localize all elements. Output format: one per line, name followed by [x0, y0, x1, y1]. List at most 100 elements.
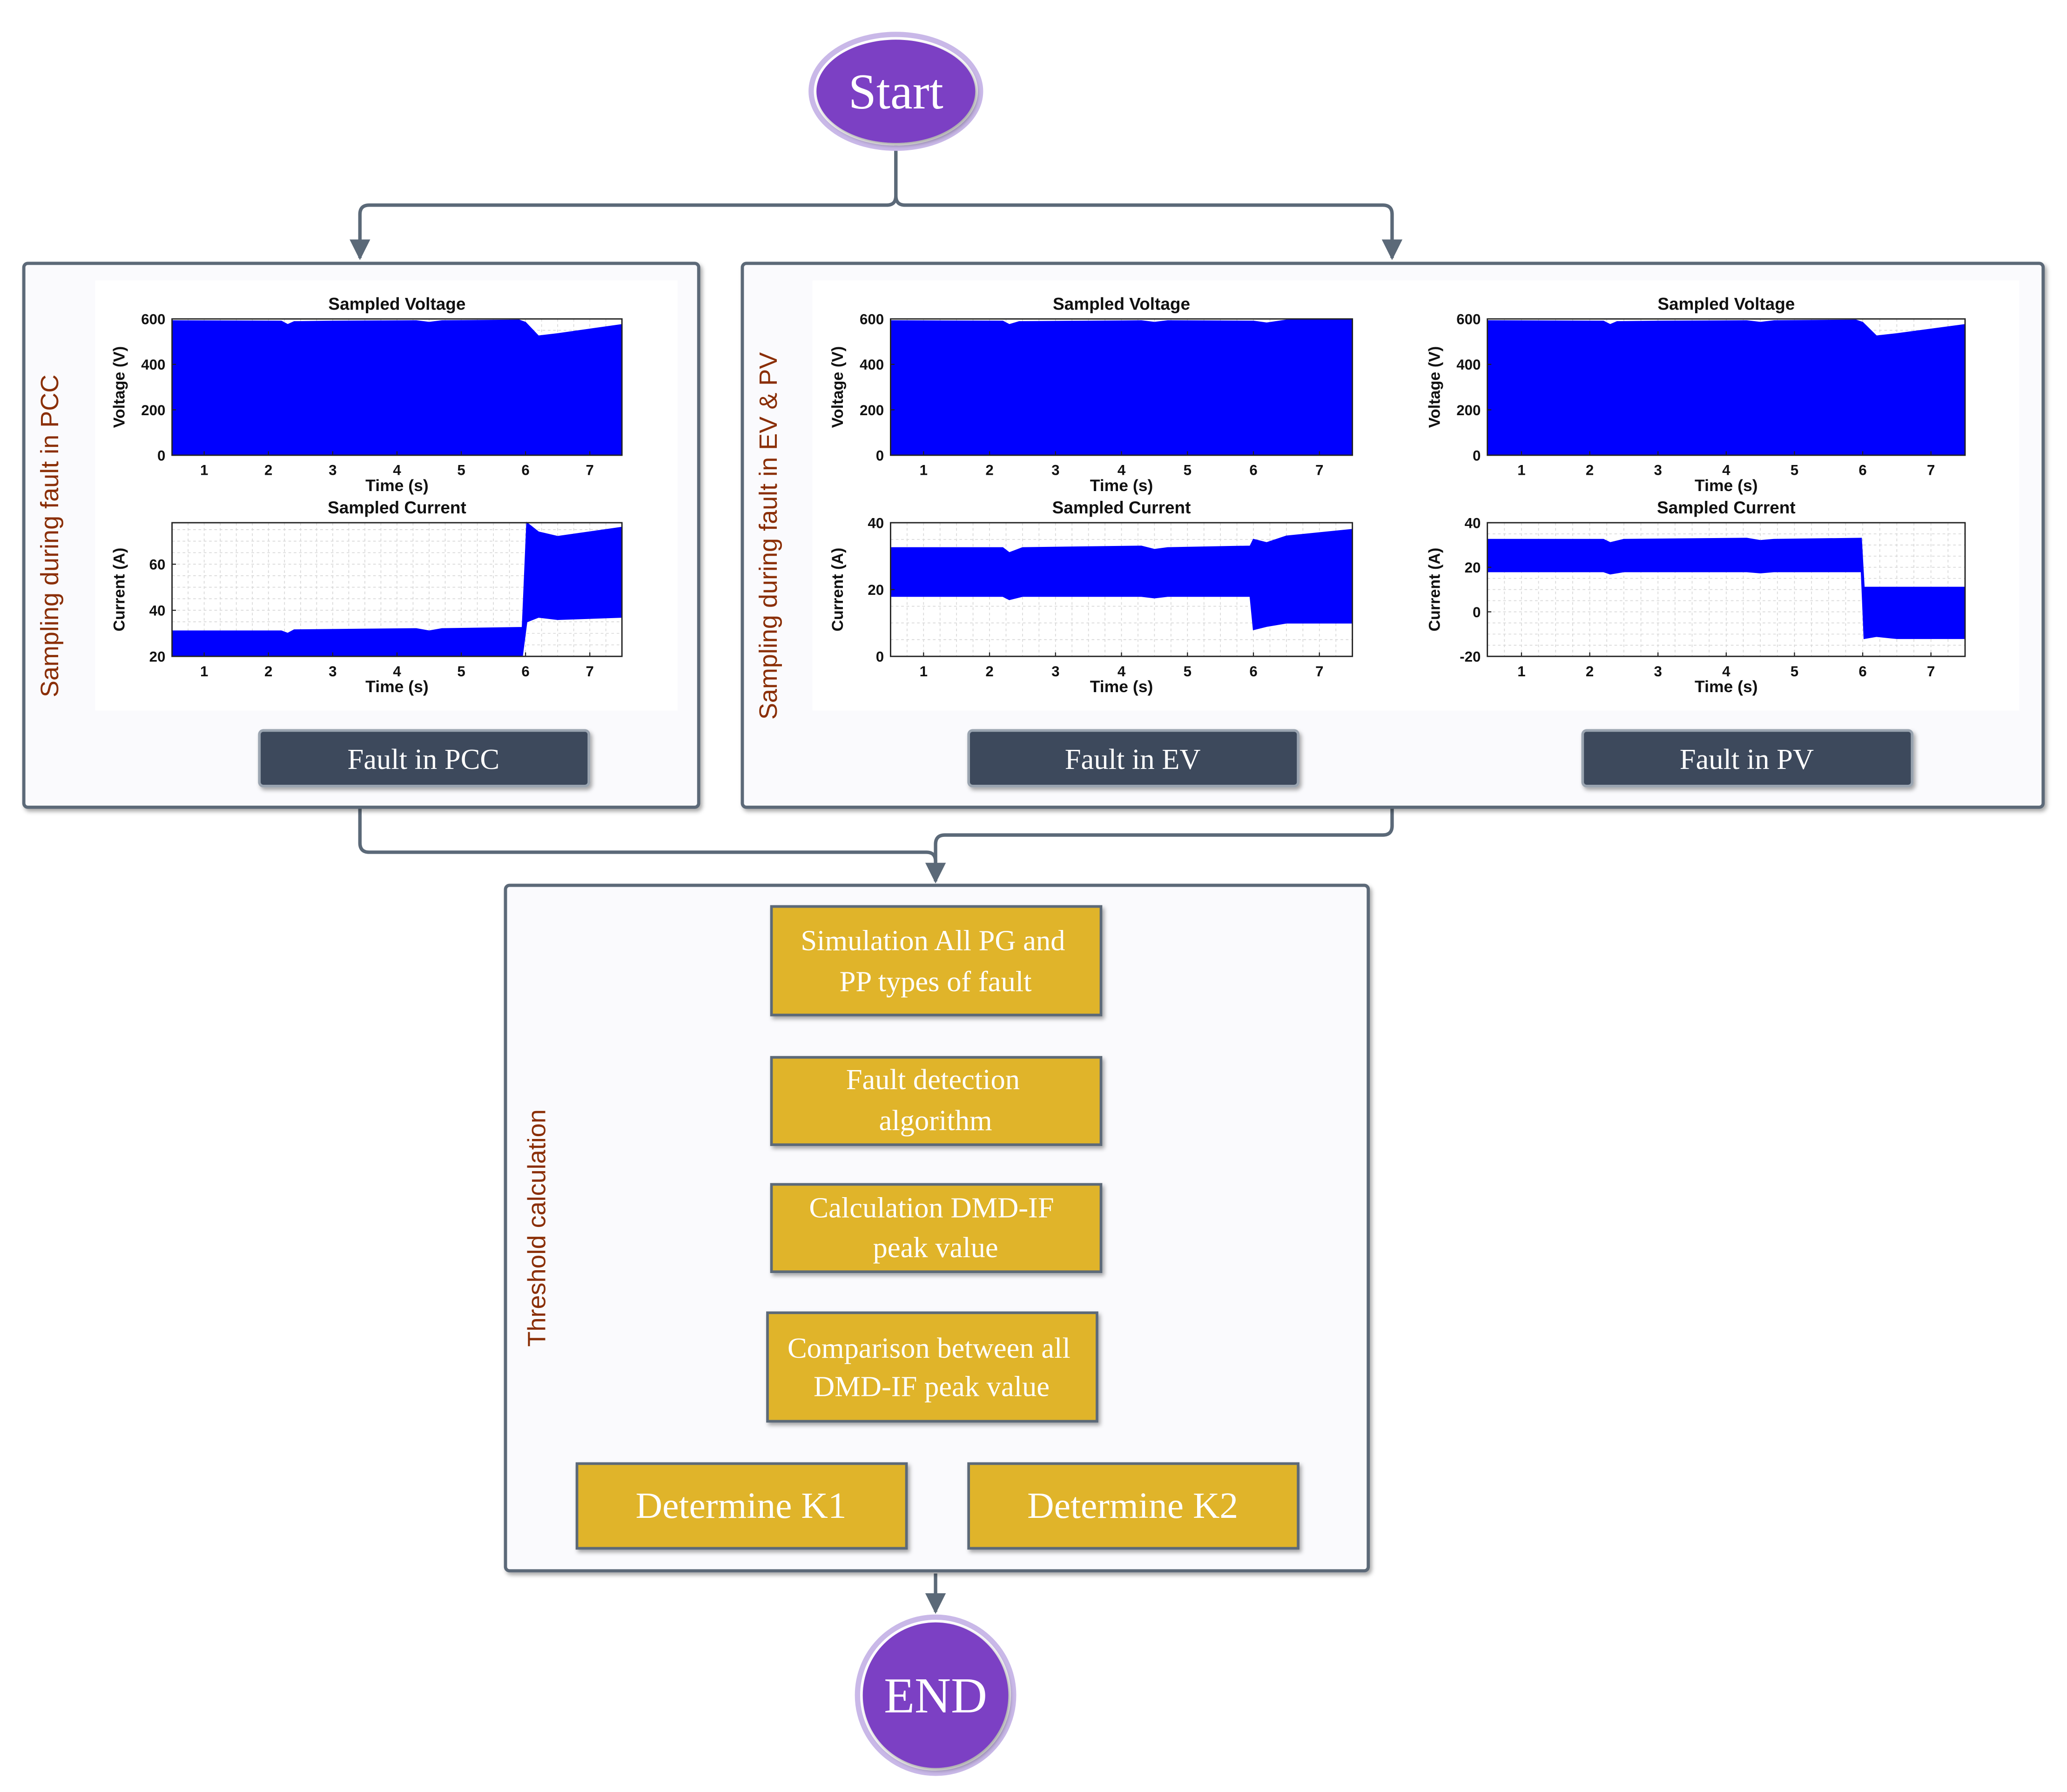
step-calculation-line-1: Calculation DMD-IF — [809, 1192, 1054, 1224]
pv-current-x-axis-label: Time (s) — [1695, 677, 1758, 696]
ev-current-x-tick-label: 6 — [1249, 663, 1257, 680]
step-comparison-line-1: Comparison between all — [788, 1332, 1071, 1364]
ev-current-y-tick-label: 0 — [876, 649, 884, 665]
fault-in-pv-button[interactable]: Fault in PV — [1581, 729, 1914, 788]
step-fault-detection-box — [770, 1056, 1103, 1146]
step-comparison-box — [766, 1311, 1098, 1423]
pv-current-y-tick-label: 20 — [1465, 559, 1481, 576]
fault-in-pcc-button-label: Fault in PCC — [347, 743, 499, 775]
pcc-voltage-x-tick-label: 7 — [586, 462, 594, 478]
ev-current-x-tick-label: 7 — [1315, 663, 1323, 680]
step-simulation-line-2: PP types of fault — [840, 965, 1032, 997]
connector-start-ev-pv — [894, 195, 1403, 260]
fault-in-pcc-button[interactable]: Fault in PCC — [258, 729, 591, 788]
ev-voltage-signal-envelope — [890, 318, 1353, 456]
pv-current-x-tick-label: 5 — [1791, 663, 1798, 680]
pcc-current-y-axis-label: Current (A) — [110, 548, 128, 632]
pcc-voltage-x-axis-label: Time (s) — [365, 476, 429, 495]
ev-current-x-axis-label: Time (s) — [1090, 677, 1153, 696]
panel-pcc-side-label: Sampling during fault in PCC — [36, 375, 64, 697]
step-comparison-line-2: DMD-IF peak value — [814, 1370, 1050, 1402]
connector-pcc-merge — [358, 808, 946, 883]
pcc-voltage-x-tick-label: 6 — [521, 462, 529, 478]
start-node-body — [816, 40, 976, 143]
pcc-voltage-x-tick-label: 1 — [200, 462, 208, 478]
fault-in-pcc-button-body — [258, 729, 591, 788]
ev-voltage-y-tick-label: 200 — [860, 402, 884, 418]
ev-current-x-tick-label: 1 — [920, 663, 928, 680]
determine-k1-box-body — [575, 1462, 908, 1550]
pcc-voltage-x-tick-label: 2 — [264, 462, 272, 478]
fault-in-ev-button-body — [967, 729, 1299, 788]
pcc-voltage-y-tick-label: 200 — [141, 402, 165, 418]
ev-current-x-tick-label: 4 — [1118, 663, 1126, 680]
end-node-body — [862, 1622, 1009, 1768]
ev-current-y-tick-label: 40 — [868, 515, 884, 531]
ev-voltage-y-tick-label: 600 — [860, 311, 884, 328]
determine-k1-box[interactable]: Determine K1 — [575, 1462, 908, 1550]
pcc-voltage-y-tick-label: 400 — [141, 357, 165, 373]
pv-voltage-x-tick-label: 7 — [1927, 462, 1935, 478]
determine-k2-box[interactable]: Determine K2 — [967, 1462, 1299, 1550]
pcc-current-x-tick-label: 1 — [200, 663, 208, 680]
pcc-voltage-title: Sampled Voltage — [328, 294, 465, 313]
pv-current-y-tick-label: 0 — [1473, 604, 1481, 620]
end-node-label: END — [884, 1668, 987, 1724]
determine-k2-box-body — [967, 1462, 1299, 1550]
pv-current-x-tick-label: 6 — [1858, 663, 1866, 680]
pv-voltage-title: Sampled Voltage — [1657, 294, 1795, 313]
ev-current-y-tick-label: 20 — [868, 582, 884, 598]
pv-current-x-tick-label: 4 — [1722, 663, 1730, 680]
ev-voltage-x-tick-label: 4 — [1118, 462, 1126, 478]
pcc-voltage-x-tick-label: 4 — [393, 462, 401, 478]
pv-voltage-y-tick-label: 0 — [1473, 447, 1481, 464]
pcc-voltage-x-tick-label: 3 — [329, 462, 337, 478]
pcc-voltage-y-tick-label: 600 — [141, 311, 165, 328]
start-node-ring — [808, 32, 983, 151]
panel-threshold-side-label: Threshold calculation — [523, 1109, 551, 1347]
ev-voltage-x-tick-label: 3 — [1051, 462, 1059, 478]
pv-voltage-y-tick-label: 400 — [1456, 357, 1481, 373]
pv-voltage-signal-envelope — [1487, 319, 1966, 456]
step-simulation[interactable]: Simulation All PG and PP types of fault — [770, 905, 1103, 1017]
determine-k2-label: Determine K2 — [1027, 1485, 1238, 1526]
ev-current-y-axis-label: Current (A) — [829, 548, 847, 632]
pcc-voltage-y-tick-label: 0 — [157, 447, 165, 464]
fault-in-ev-button-label: Fault in EV — [1065, 743, 1201, 775]
ev-current-x-tick-label: 2 — [985, 663, 993, 680]
step-simulation-box — [770, 905, 1103, 1017]
pcc-current-y-tick-label: 20 — [149, 649, 166, 665]
step-calculation[interactable]: Calculation DMD-IF peak value — [770, 1183, 1103, 1273]
step-simulation-line-1: Simulation All PG and — [801, 924, 1065, 957]
connector-start-split — [350, 145, 898, 260]
pv-current-x-tick-label: 3 — [1654, 663, 1662, 680]
pv-voltage-x-tick-label: 1 — [1517, 462, 1525, 478]
step-comparison[interactable]: Comparison between all DMD-IF peak value — [766, 1311, 1098, 1423]
ev-current-title: Sampled Current — [1052, 498, 1191, 517]
pv-voltage-x-tick-label: 3 — [1654, 462, 1662, 478]
ev-voltage-x-axis-label: Time (s) — [1090, 476, 1153, 495]
step-fault-detection[interactable]: Fault detection algorithm — [770, 1056, 1103, 1146]
end-node[interactable]: END — [855, 1614, 1017, 1776]
ev-voltage-x-tick-label: 2 — [985, 462, 993, 478]
step-calculation-box — [770, 1183, 1103, 1273]
pcc-current-y-tick-label: 40 — [149, 603, 166, 619]
pcc-current-x-tick-label: 6 — [521, 663, 529, 680]
pv-voltage-x-tick-label: 6 — [1858, 462, 1866, 478]
start-node[interactable]: Start — [808, 32, 983, 151]
pv-current-title: Sampled Current — [1657, 498, 1796, 517]
pv-current-x-tick-label: 1 — [1517, 663, 1525, 680]
fault-in-ev-button[interactable]: Fault in EV — [967, 729, 1299, 788]
ev-voltage-y-tick-label: 0 — [876, 447, 884, 464]
pcc-voltage-x-tick-label: 5 — [457, 462, 465, 478]
step-fault-detection-line-2: algorithm — [879, 1104, 992, 1137]
connector-ev-pv-merge — [934, 808, 1394, 862]
